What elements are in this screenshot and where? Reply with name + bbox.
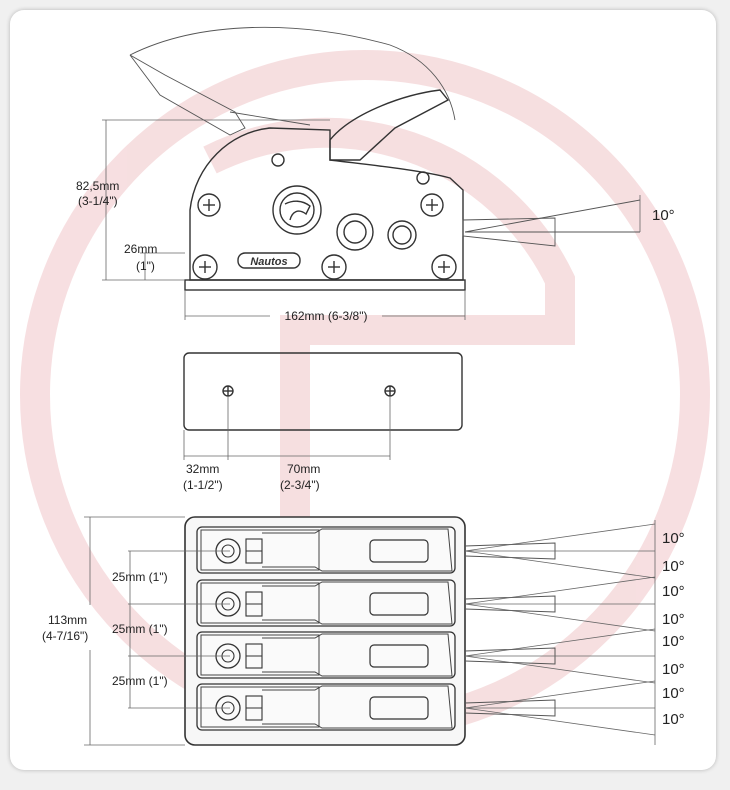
handle-outline (262, 581, 453, 625)
angle-line (464, 707, 656, 736)
top-height-label-in: (4-7/16") (42, 629, 88, 643)
base-hole1-label-in: (1-1/2") (183, 478, 223, 492)
lever-module (196, 683, 456, 731)
lever-body (200, 634, 320, 676)
side-width-label: 162mm (6-3/8") (285, 309, 368, 323)
screw-icon (192, 254, 218, 280)
base-hole2-label-in: (2-3/4") (280, 478, 320, 492)
handle-grip (369, 539, 429, 563)
angle-line (464, 523, 656, 552)
base-view (183, 352, 463, 460)
side-height-label: 82,5mm (76, 179, 119, 193)
angle-line (464, 550, 656, 579)
lever-body (200, 686, 320, 728)
screw-icon (197, 193, 221, 217)
spacing-label-2: 25mm (1") (112, 622, 168, 636)
handle-grip (369, 644, 429, 668)
handle-grip (369, 696, 429, 720)
base-hole2-label: 70mm (287, 462, 320, 476)
screw-icon (431, 254, 457, 280)
base-hole1-label: 32mm (186, 462, 219, 476)
handle-outline (262, 528, 453, 572)
handle-grip (369, 592, 429, 616)
screw-icon (420, 193, 444, 217)
side-base-label-in: (1") (136, 259, 155, 273)
angle-line (464, 628, 656, 657)
handle-outline (262, 633, 453, 677)
lever-body (200, 529, 320, 571)
top-angle-label-6: 10° (662, 661, 685, 678)
top-angle-label-1: 10° (662, 530, 685, 547)
brand-label: Nautos (250, 256, 287, 268)
lever-module (196, 631, 456, 679)
lever-body (200, 582, 320, 624)
side-base-label: 26mm (124, 242, 157, 256)
top-angle-label-8: 10° (662, 711, 685, 728)
top-angle-label-3: 10° (662, 583, 685, 600)
top-height-label: 113mm (48, 613, 87, 627)
angle-line (464, 603, 656, 632)
spacing-label-1: 25mm (1") (112, 570, 168, 584)
top-angle-label-2: 10° (662, 558, 685, 575)
lever-module (196, 526, 456, 574)
handle-outline (262, 685, 453, 729)
top-angle-label-5: 10° (662, 633, 685, 650)
side-view: Nautos (102, 26, 641, 320)
top-angle-label-4: 10° (662, 611, 685, 628)
lever-module (196, 579, 456, 627)
top-angle-label-7: 10° (662, 685, 685, 702)
side-angle-label: 10° (652, 207, 675, 224)
top-view (84, 516, 656, 746)
screw-icon (321, 254, 347, 280)
spacing-label-3: 25mm (1") (112, 674, 168, 688)
side-height-label-in: (3-1/4") (78, 194, 118, 208)
angle-line (464, 680, 656, 709)
angle-line (464, 655, 656, 684)
angle-line (464, 576, 656, 605)
